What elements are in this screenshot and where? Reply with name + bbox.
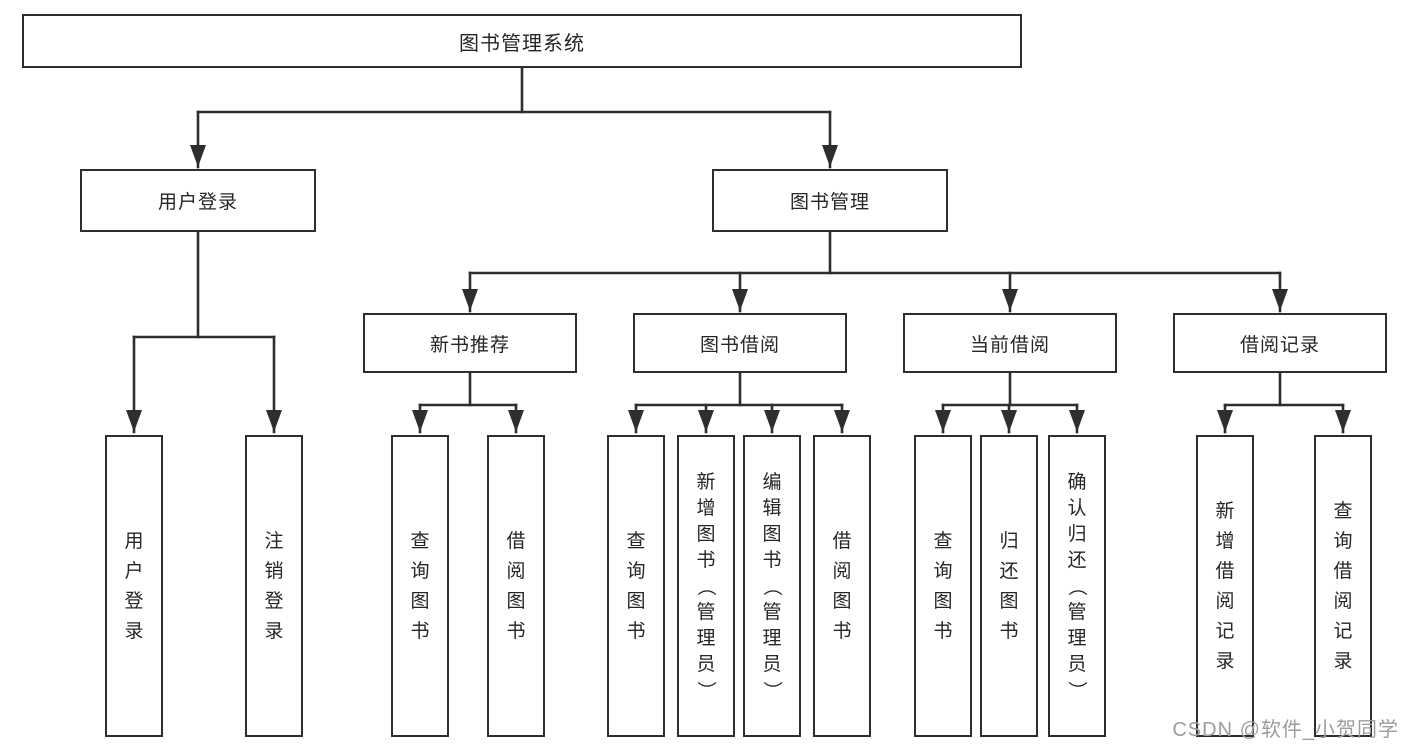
- connector-borrow-records-children: [1217, 371, 1351, 434]
- leaf-edit-books-admin: 编辑图书（管理员）: [743, 435, 801, 737]
- leaf-query-borrow-record: 查询借阅记录: [1314, 435, 1372, 737]
- node-current-borrow: 当前借阅: [903, 313, 1117, 373]
- leaf-borrow-books: 借阅图书: [813, 435, 871, 737]
- connector-new-book-recommend-children: [412, 371, 524, 434]
- connector-user-login-children: [126, 230, 282, 434]
- leaf-query-books-borrow: 查询图书: [607, 435, 665, 737]
- connector-current-borrow-children: [935, 371, 1085, 434]
- leaf-confirm-return-admin: 确认归还（管理员）: [1048, 435, 1106, 737]
- node-book-borrow: 图书借阅: [633, 313, 847, 373]
- node-book-management: 图书管理: [712, 169, 948, 232]
- leaf-logout: 注销登录: [245, 435, 303, 737]
- leaf-query-books-current: 查询图书: [914, 435, 972, 737]
- leaf-add-books-admin: 新增图书（管理员）: [677, 435, 735, 737]
- leaf-add-borrow-record: 新增借阅记录: [1196, 435, 1254, 737]
- leaf-query-books-recommend: 查询图书: [391, 435, 449, 737]
- connector-book-borrow-children: [628, 371, 850, 434]
- node-user-login: 用户登录: [80, 169, 316, 232]
- node-library-management-system: 图书管理系统: [22, 14, 1022, 68]
- connector-book-management-groups: [462, 230, 1288, 313]
- node-borrow-records: 借阅记录: [1173, 313, 1387, 373]
- connector-root-to-branches: [190, 66, 838, 169]
- node-new-book-recommend: 新书推荐: [363, 313, 577, 373]
- leaf-borrow-books-recommend: 借阅图书: [487, 435, 545, 737]
- leaf-return-books: 归还图书: [980, 435, 1038, 737]
- csdn-watermark: CSDN @软件_小贺同学: [1172, 719, 1399, 741]
- leaf-user-login: 用户登录: [105, 435, 163, 737]
